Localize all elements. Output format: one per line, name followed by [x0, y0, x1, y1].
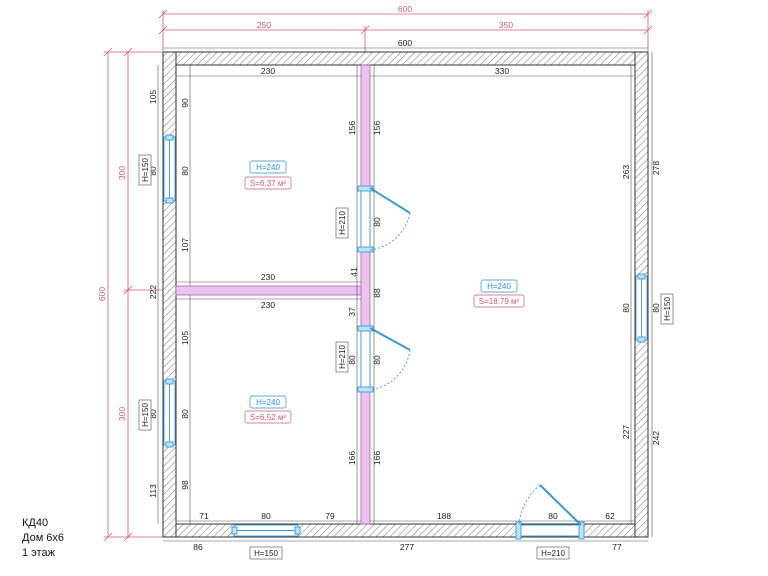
outer-right-2: 242 — [651, 431, 661, 445]
room3-right-3: 227 — [621, 425, 631, 439]
partition-right-3: 41 — [349, 267, 359, 277]
room1-inner-1: 90 — [180, 98, 190, 108]
window-right-width: 80 — [651, 303, 661, 313]
partitions — [175, 64, 371, 525]
room2-bottom-2: 80 — [261, 511, 271, 521]
partition-left-1: 156 — [347, 121, 357, 135]
room1-width-top: 230 — [261, 66, 275, 76]
partition-right-4: 88 — [372, 288, 382, 298]
room3-right-1: 263 — [621, 165, 631, 179]
window-left-bottom — [163, 378, 176, 448]
partition-left-4: 166 — [347, 451, 357, 465]
segment-top-red: 300 — [117, 166, 127, 180]
windows — [163, 134, 648, 537]
black-dimension-labels: 600 230 330 230 230 71 80 79 188 80 62 8… — [148, 38, 661, 552]
room3-bottom-2: 80 — [548, 511, 558, 521]
door-upper — [357, 185, 411, 253]
room3-width-top: 330 — [495, 66, 509, 76]
outer-left-2: 80 — [148, 166, 158, 176]
outer-left-4: 80 — [148, 409, 158, 419]
door-lower — [357, 325, 411, 393]
red-dimension-labels: 600 250 350 600 300 300 — [97, 4, 513, 421]
door-tag-lower: H=210 — [338, 345, 347, 369]
door-tag-entrance: H=210 — [541, 549, 565, 558]
room2-inner-3: 98 — [180, 480, 190, 490]
outer-left-1: 105 — [148, 90, 158, 104]
outer-bottom-1: 86 — [193, 542, 203, 552]
window-left-top — [163, 134, 176, 204]
room3-right-2: 80 — [621, 303, 631, 313]
partition-right-1: 156 — [372, 121, 382, 135]
caption-code: КД40 — [22, 517, 49, 529]
doors — [357, 185, 585, 540]
room2-width-top: 230 — [261, 300, 275, 310]
segment-left-red: 250 — [257, 20, 271, 30]
room2-area: S=6.52 м² — [250, 413, 286, 422]
door-entrance — [515, 484, 585, 540]
overall-width-red: 600 — [398, 4, 412, 14]
room1-width-bottom: 230 — [261, 272, 275, 282]
segment-right-red: 350 — [499, 20, 513, 30]
door-tag-upper: H=210 — [338, 211, 347, 235]
outer-right-1: 278 — [651, 161, 661, 175]
caption-house: Дом 6х6 — [22, 532, 65, 544]
room-tags: H=240 S=6.37 м² H=240 S=6.52 м² H=240 S=… — [244, 160, 525, 424]
caption-floor: 1 этаж — [22, 547, 55, 559]
window-tag-bottom: H=150 — [254, 549, 278, 558]
room1-inner-3: 107 — [180, 238, 190, 252]
opening-tags: H=150 H=150 H=150 H=150 H=210 H=210 H=21… — [138, 154, 674, 560]
partition-left-3: 80 — [347, 355, 357, 365]
overall-width-black: 600 — [398, 38, 412, 48]
partition-right-5: 80 — [372, 355, 382, 365]
partition-right-2: 80 — [372, 217, 382, 227]
room3-area: S=18.79 м² — [479, 297, 520, 306]
partition-right-6: 166 — [372, 451, 382, 465]
red-dimensions — [103, 9, 653, 542]
room2-bottom-3: 79 — [325, 511, 335, 521]
outer-bottom-3: 77 — [612, 542, 622, 552]
room3-bottom-3: 62 — [605, 511, 615, 521]
partition-left-2: 37 — [347, 307, 357, 317]
overall-height-red: 600 — [97, 287, 107, 301]
room2-inner-1: 105 — [180, 331, 190, 345]
window-right — [635, 273, 648, 343]
room3-height: H=240 — [487, 282, 511, 291]
room3-bottom-1: 188 — [437, 511, 451, 521]
room2-height: H=240 — [256, 398, 280, 407]
window-bottom — [231, 524, 301, 537]
black-dimension-lines — [157, 47, 653, 542]
room2-inner-2: 80 — [180, 409, 190, 419]
outer-bottom-2: 277 — [400, 542, 414, 552]
room1-area: S=6.37 м² — [250, 179, 286, 188]
room1-inner-2: 80 — [180, 166, 190, 176]
room2-bottom-1: 71 — [199, 511, 209, 521]
outer-left-3: 222 — [148, 285, 158, 299]
room1-height: H=240 — [256, 163, 280, 172]
window-tag-right: H=150 — [663, 297, 672, 321]
segment-bottom-red: 300 — [117, 407, 127, 421]
window-tag-left-bottom: H=150 — [141, 403, 150, 427]
window-tag-left-top: H=150 — [141, 158, 150, 182]
outer-left-5: 113 — [148, 484, 158, 498]
